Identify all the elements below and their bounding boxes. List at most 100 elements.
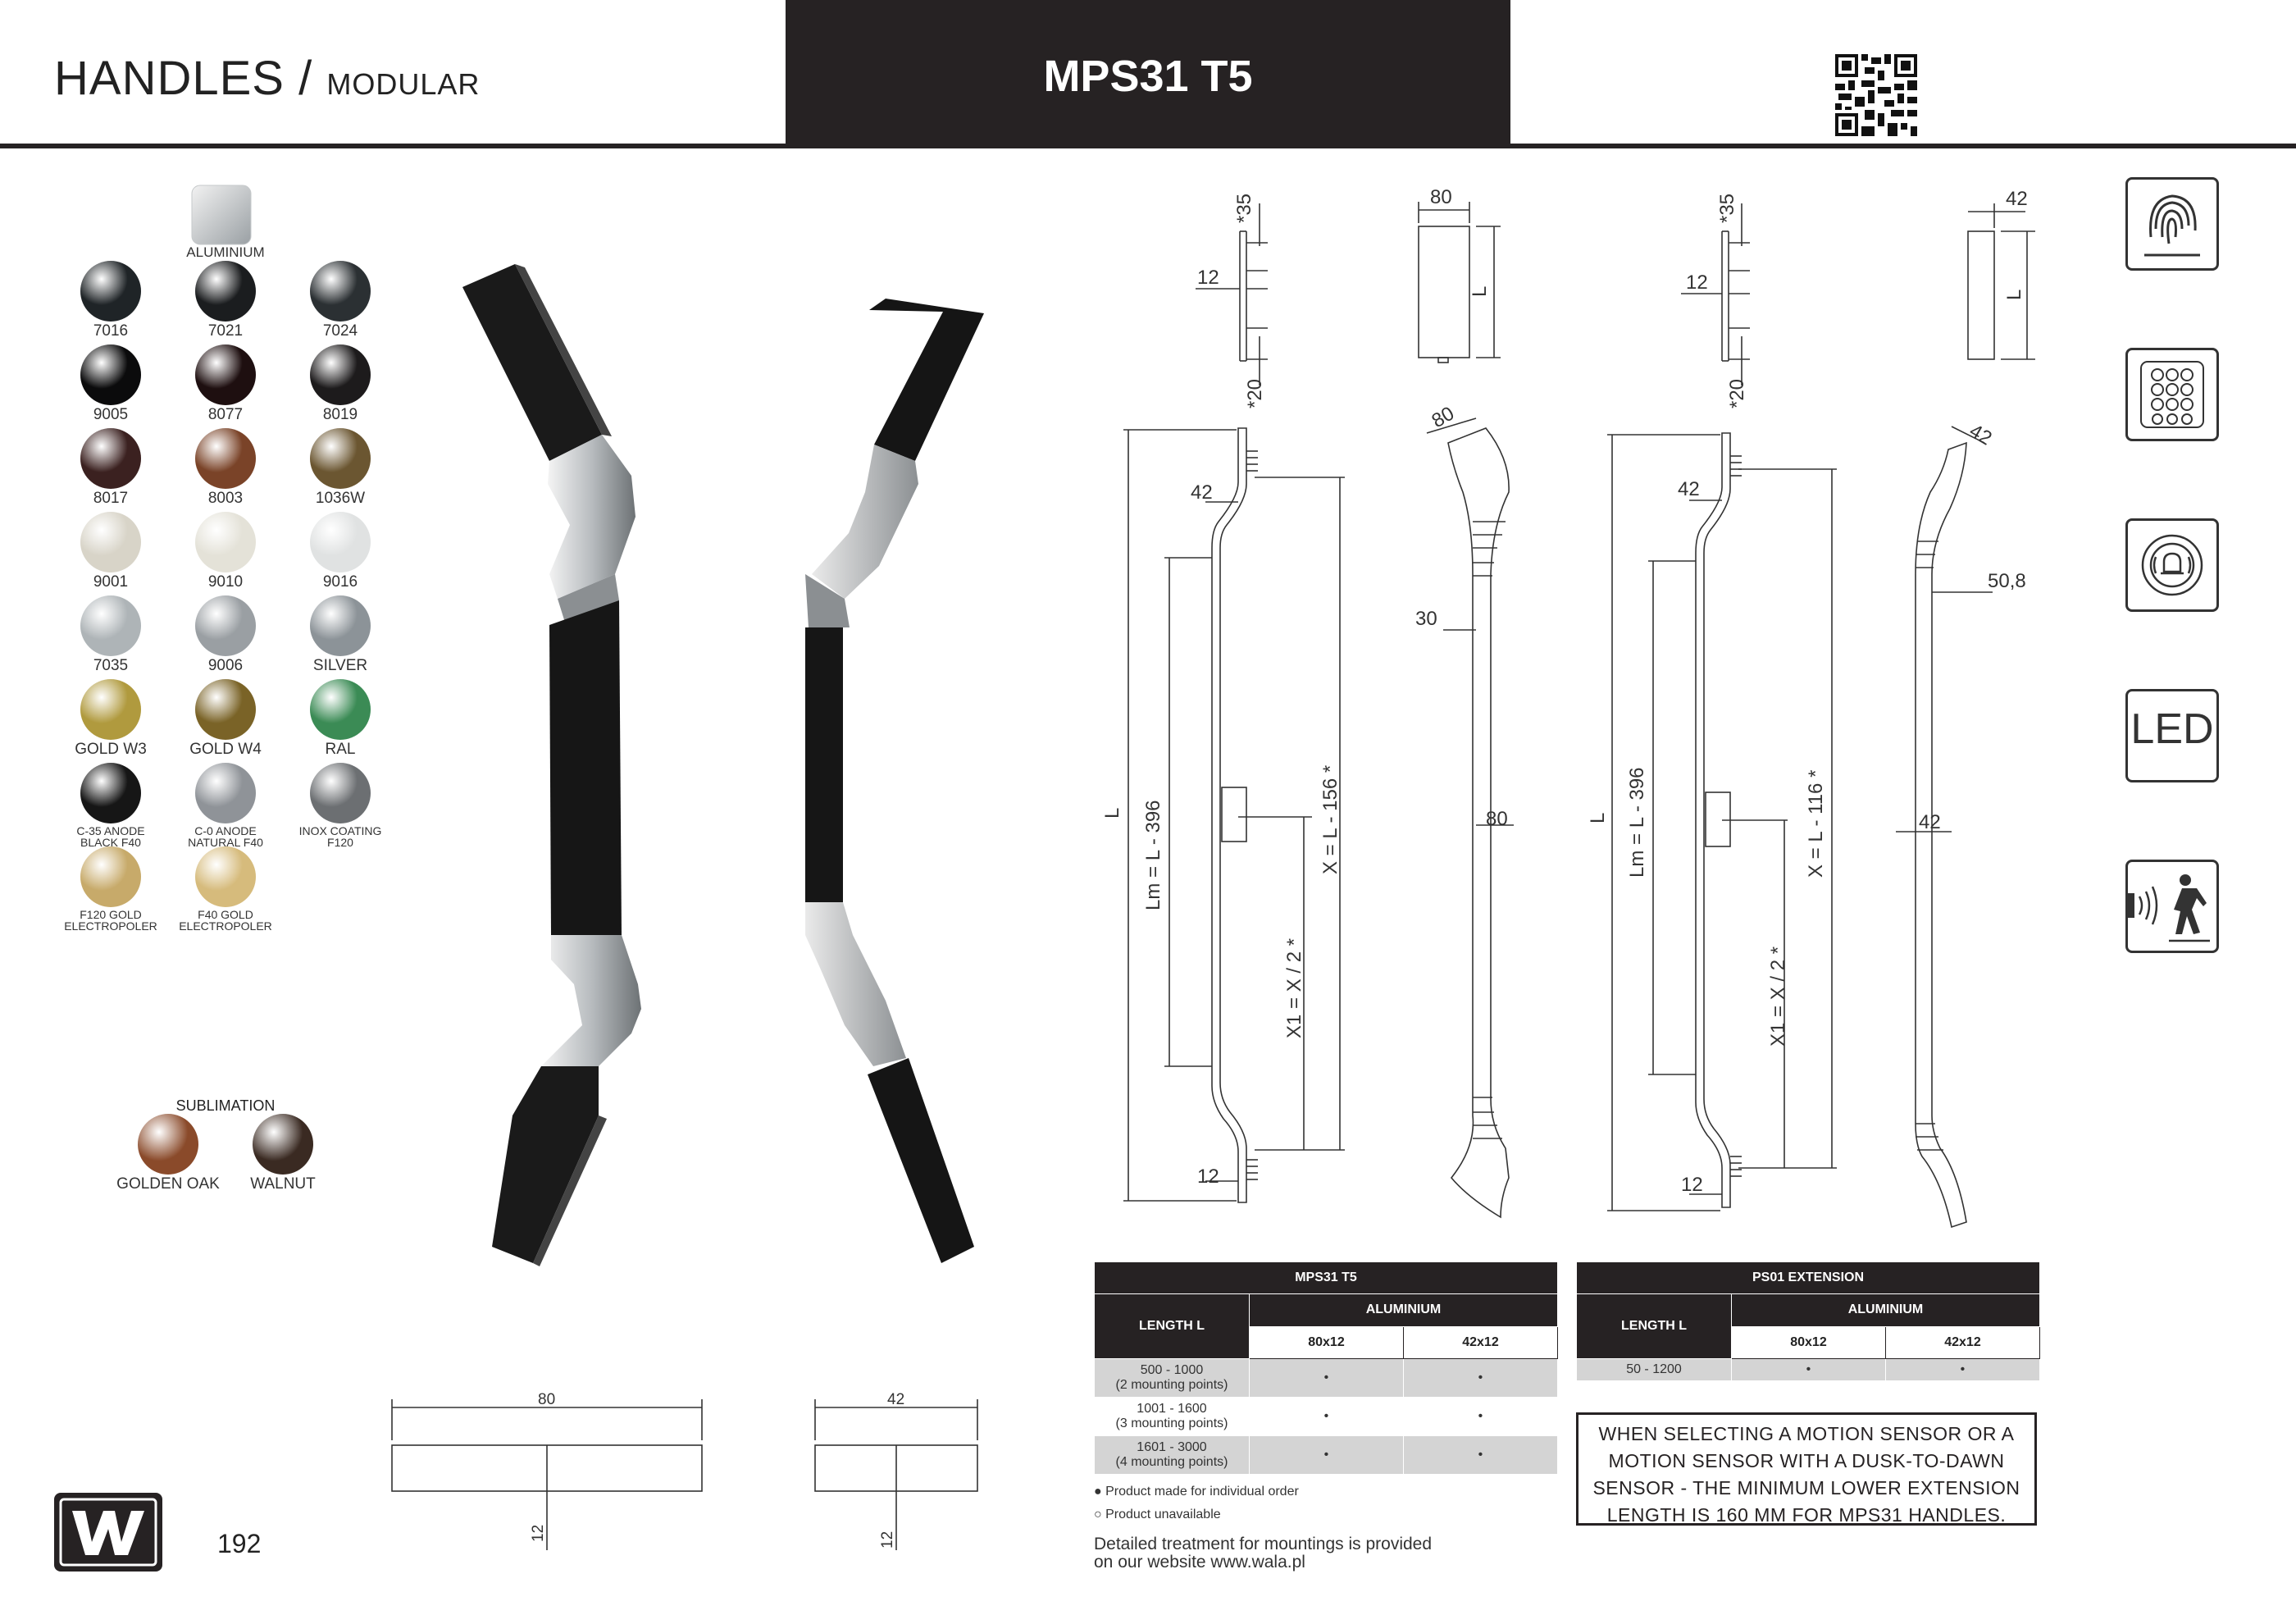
finish-color-ball bbox=[310, 679, 371, 740]
finish-swatch[interactable]: C-0 ANODE NATURAL F40 bbox=[168, 763, 283, 848]
finish-label: F40 GOLD ELECTROPOLER bbox=[179, 908, 272, 933]
finish-color-ball bbox=[195, 763, 256, 823]
mount-front-view-42 bbox=[1967, 203, 2035, 360]
handle-front-drawing-80 bbox=[1426, 417, 1514, 1219]
legend-empty: ○ Product unavailable bbox=[1094, 1508, 1221, 1521]
fingerprint-feature bbox=[2125, 177, 2219, 271]
finish-swatch[interactable]: GOLD W4 bbox=[168, 679, 283, 758]
model-title: MPS31 T5 bbox=[1043, 52, 1253, 101]
finish-swatch[interactable]: 7016 bbox=[53, 261, 168, 340]
ps01-spec-table: PS01 EXTENSION LENGTH L ALUMINIUM 80x12 … bbox=[1576, 1261, 2041, 1381]
dim-12-bottom-a: 12 bbox=[1197, 1166, 1219, 1188]
ps01-length-header: LENGTH L bbox=[1576, 1293, 1732, 1359]
finish-swatch[interactable]: 9006 bbox=[168, 595, 283, 674]
finish-swatch[interactable]: 9001 bbox=[53, 512, 168, 591]
profile-section-80 bbox=[391, 1399, 703, 1550]
finish-swatch[interactable]: INOX COATING F120 bbox=[283, 763, 398, 848]
mounting-note-line-2[interactable]: on our website www.wala.pl bbox=[1094, 1553, 1305, 1572]
finish-swatch[interactable]: 8003 bbox=[168, 428, 283, 507]
mps31-row-3-note: (4 mounting points) bbox=[1115, 1455, 1228, 1469]
dim-12-bottom-b: 12 bbox=[1681, 1174, 1703, 1196]
finish-swatch[interactable]: F40 GOLD ELECTROPOLER bbox=[168, 846, 283, 932]
sublimation-swatch[interactable]: WALNUT bbox=[226, 1114, 340, 1193]
mps31-row-2-80: • bbox=[1249, 1397, 1404, 1436]
finish-label: GOLD W3 bbox=[75, 741, 147, 758]
dim-12-profile-b: 12 bbox=[879, 1531, 896, 1549]
finish-color-ball bbox=[310, 595, 371, 656]
sublimation-swatch[interactable]: GOLDEN OAK bbox=[111, 1114, 226, 1193]
finish-label: 8077 bbox=[207, 406, 244, 423]
motion-sensor-icon bbox=[2128, 874, 2210, 942]
finish-swatch[interactable]: 7024 bbox=[283, 261, 398, 340]
mounting-note: Detailed treatment for mountings is prov… bbox=[1094, 1535, 1520, 1572]
ps01-table-title: PS01 EXTENSION bbox=[1576, 1261, 2040, 1294]
motion-sensor-warning: WHEN SELECTING A MOTION SENSOR OR A MOTI… bbox=[1576, 1412, 2037, 1526]
qr-code-icon[interactable] bbox=[1835, 54, 1917, 136]
mps31-spec-table: MPS31 T5 LENGTH L ALUMINIUM 80x12 42x12 … bbox=[1094, 1261, 1559, 1475]
ps01-col-42: 42x12 bbox=[1884, 1325, 2041, 1359]
dim-80-angle: 80 bbox=[1428, 402, 1459, 432]
finish-color-ball bbox=[195, 846, 256, 907]
finish-label: C-35 ANODE BLACK F40 bbox=[76, 824, 145, 849]
finish-label: 7021 bbox=[207, 322, 244, 340]
dim-x-a: X = L - 156 * bbox=[1319, 765, 1342, 874]
dim-x1-b: X1 = X / 2 * bbox=[1767, 947, 1789, 1047]
finish-color-ball bbox=[253, 1114, 313, 1175]
handle-front-drawing-42 bbox=[1896, 426, 1993, 1229]
finish-swatch[interactable]: RAL bbox=[283, 679, 398, 758]
finish-color-ball bbox=[80, 679, 141, 740]
dim-80-top: 80 bbox=[1430, 186, 1452, 208]
finish-swatch[interactable]: 9010 bbox=[168, 512, 283, 591]
dim-42-mid: 42 bbox=[1919, 811, 1941, 833]
dim-x-b: X = L - 116 * bbox=[1805, 770, 1827, 878]
dim-l-top-a: L bbox=[1469, 286, 1491, 297]
ps01-row-1-length: 50 - 1200 bbox=[1576, 1358, 1732, 1381]
mps31-table-title: MPS31 T5 bbox=[1094, 1261, 1558, 1294]
ps01-col-80: 80x12 bbox=[1731, 1325, 1886, 1359]
mount-side-view-80 bbox=[1196, 203, 1268, 385]
mps31-row-1-80: • bbox=[1249, 1358, 1404, 1398]
finish-swatch[interactable]: 9016 bbox=[283, 512, 398, 591]
finish-swatch[interactable]: 9005 bbox=[53, 344, 168, 423]
finish-swatch[interactable]: GOLD W3 bbox=[53, 679, 168, 758]
finish-label: 8003 bbox=[207, 490, 244, 507]
dim-35-b: *35 bbox=[1716, 194, 1738, 223]
dim-42-top: 42 bbox=[2006, 188, 2028, 210]
subsection-name: MODULAR bbox=[326, 67, 481, 101]
mps31-material-header: ALUMINIUM bbox=[1249, 1293, 1558, 1327]
finish-color-ball bbox=[310, 261, 371, 322]
finish-color-ball bbox=[80, 428, 141, 489]
page-number: 192 bbox=[217, 1529, 262, 1558]
dim-42-profile: 42 bbox=[887, 1391, 904, 1408]
finish-swatch[interactable]: 8077 bbox=[168, 344, 283, 423]
table-row: 500 - 1000(2 mounting points) • • bbox=[1094, 1358, 1559, 1398]
finish-swatch[interactable]: C-35 ANODE BLACK F40 bbox=[53, 763, 168, 848]
finish-label: F120 GOLD ELECTROPOLER bbox=[64, 908, 157, 933]
dim-80-mid: 80 bbox=[1486, 808, 1508, 830]
finish-swatch[interactable]: 1036W bbox=[283, 428, 398, 507]
header-rule bbox=[0, 144, 2296, 148]
finish-label: RAL bbox=[325, 741, 356, 758]
motion-sensor-feature bbox=[2125, 860, 2219, 953]
wala-logo[interactable] bbox=[52, 1491, 164, 1573]
finish-swatch[interactable]: SILVER bbox=[283, 595, 398, 674]
finish-swatch[interactable]: 7021 bbox=[168, 261, 283, 340]
finish-swatch[interactable]: F120 GOLD ELECTROPOLER bbox=[53, 846, 168, 932]
keypad-icon bbox=[2140, 361, 2204, 428]
finish-color-ball bbox=[310, 344, 371, 405]
finish-color-ball bbox=[195, 261, 256, 322]
finish-swatch[interactable]: 8019 bbox=[283, 344, 398, 423]
title-band bbox=[786, 0, 1510, 148]
finish-color-ball bbox=[80, 763, 141, 823]
finish-color-ball bbox=[195, 512, 256, 573]
finish-label: 1036W bbox=[315, 490, 366, 507]
dim-30: 30 bbox=[1415, 608, 1437, 630]
dim-l-a: L bbox=[1101, 808, 1123, 819]
finish-label: 9010 bbox=[207, 573, 244, 591]
finish-swatch[interactable]: 7035 bbox=[53, 595, 168, 674]
mps31-row-2-note: (3 mounting points) bbox=[1115, 1416, 1228, 1430]
finish-label: 8019 bbox=[322, 406, 358, 423]
finish-swatch[interactable]: 8017 bbox=[53, 428, 168, 507]
dim-lm-a: Lm = L - 396 bbox=[1142, 800, 1164, 910]
